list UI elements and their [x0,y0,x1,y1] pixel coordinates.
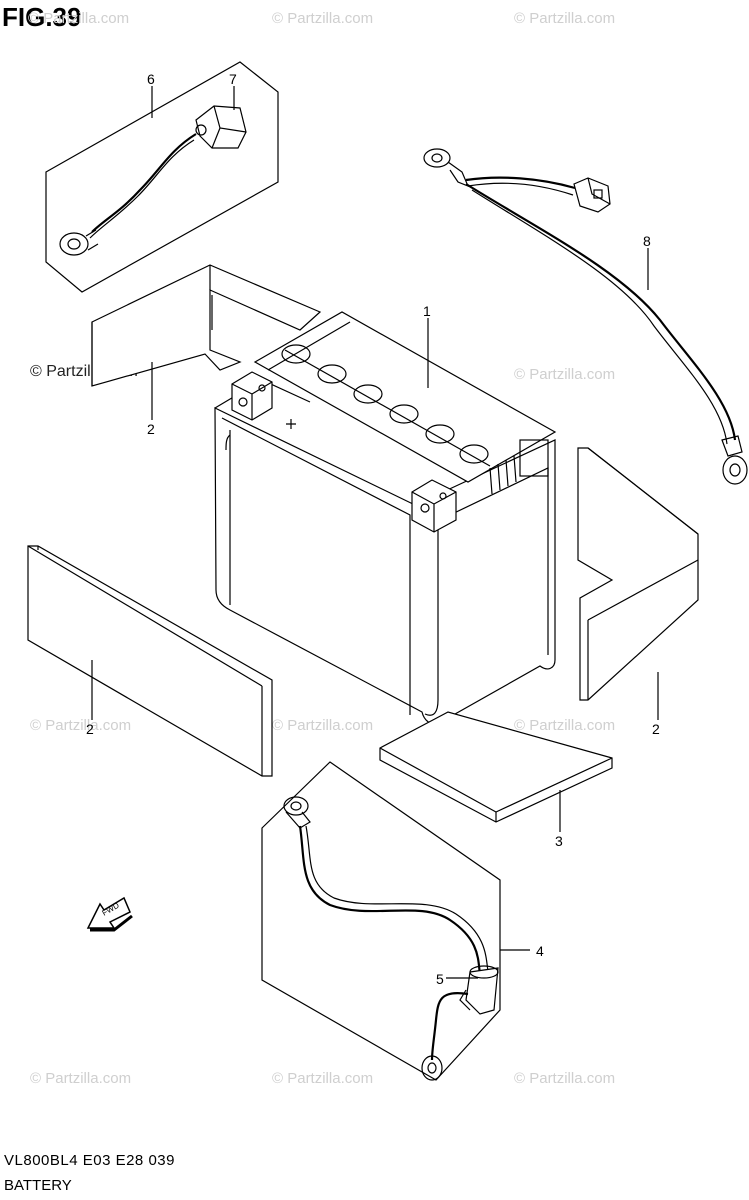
callout-7: 7 [229,71,237,87]
watermark: © Partzilla.com [272,717,374,734]
callout-6: 6 [147,71,155,87]
callout-8: 8 [643,233,651,249]
watermark: © Partzilla.com [30,717,132,734]
figure-title: FIG.39 [2,2,82,32]
leader-lines [91,86,659,979]
terminal-left [231,371,273,421]
battery [214,311,557,725]
callout-4: 4 [536,943,544,959]
callout-2-left: 2 [86,721,94,737]
watermark: © Partzilla.com [272,1070,374,1087]
figure-name: BATTERY [4,1177,72,1194]
pad-bottom [379,711,613,823]
harness-bottom-group [261,761,501,1081]
pad-right [577,447,699,701]
figure-code: VL800BL4 E03 E28 039 [4,1152,175,1169]
fwd-arrow-icon [86,896,133,932]
lead-wire [423,148,748,485]
callout-2-right: 2 [652,721,660,737]
callout-3: 3 [555,833,563,849]
terminal-right [411,479,457,533]
watermark: © Partzilla.com [272,10,374,27]
pad-left [27,545,273,777]
watermark: © Partzilla.com [514,10,616,27]
watermark: © Partzilla.com [30,1070,132,1087]
battery-caps [281,344,489,464]
harness-top-group [45,61,279,293]
watermark: © Partzilla.com [514,366,616,383]
pad-top [91,264,322,387]
callout-2-top: 2 [147,421,155,437]
callout-5: 5 [436,971,444,987]
watermark: © Partzilla.com [514,1070,616,1087]
watermark: © Partzilla.com [28,10,130,27]
watermark: © Partzilla.com [514,717,616,734]
callout-1: 1 [423,303,431,319]
